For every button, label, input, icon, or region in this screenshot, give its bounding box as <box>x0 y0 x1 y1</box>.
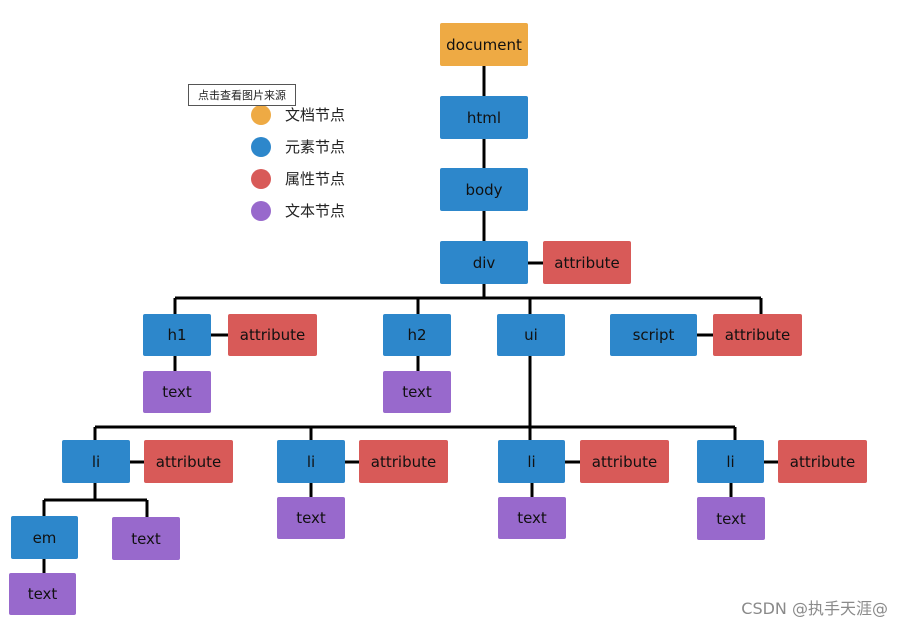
node-h1: h1 <box>143 314 211 356</box>
node-ui: ui <box>497 314 565 356</box>
node-li-1: li <box>62 440 130 483</box>
connector-lines <box>42 66 778 573</box>
node-h2: h2 <box>383 314 451 356</box>
node-h1-text: text <box>143 371 211 413</box>
node-li-2-text: text <box>277 497 345 539</box>
legend-label: 文本节点 <box>285 202 346 220</box>
legend-label: 元素节点 <box>285 138 346 156</box>
legend-item-element: 元素节点 <box>251 136 345 157</box>
node-li-2: li <box>277 440 345 483</box>
node-html: html <box>440 96 528 139</box>
node-li-4-attribute: attribute <box>778 440 867 483</box>
legend-item-attribute: 属性节点 <box>251 168 345 189</box>
node-body: body <box>440 168 528 211</box>
legend-label: 属性节点 <box>285 170 346 188</box>
node-li-3: li <box>498 440 565 483</box>
node-li-1-attribute: attribute <box>144 440 233 483</box>
node-li-4-text: text <box>697 497 765 540</box>
legend-dot-text-icon <box>251 200 271 221</box>
node-li-2-attribute: attribute <box>359 440 448 483</box>
image-source-tooltip[interactable]: 点击查看图片来源 <box>188 84 296 106</box>
node-li-3-text: text <box>498 497 566 539</box>
node-document: document <box>440 23 528 66</box>
node-h1-attribute: attribute <box>228 314 317 356</box>
watermark: CSDN @执手天涯@ <box>741 599 888 618</box>
legend-item-text: 文本节点 <box>251 200 345 221</box>
node-div-attribute: attribute <box>543 241 631 284</box>
node-em-text: text <box>9 573 76 615</box>
node-script-attribute: attribute <box>713 314 802 356</box>
legend-label: 文档节点 <box>285 106 346 124</box>
node-script: script <box>610 314 697 356</box>
node-li-3-attribute: attribute <box>580 440 669 483</box>
legend-dot-attribute-icon <box>251 168 271 189</box>
node-li-4: li <box>697 440 764 483</box>
legend-dot-element-icon <box>251 136 271 157</box>
legend-item-document: 文档节点 <box>251 104 345 125</box>
node-h2-text: text <box>383 371 451 413</box>
node-div: div <box>440 241 528 284</box>
legend-dot-document-icon <box>251 104 271 125</box>
node-li-1-text: text <box>112 517 180 560</box>
node-em: em <box>11 516 78 559</box>
